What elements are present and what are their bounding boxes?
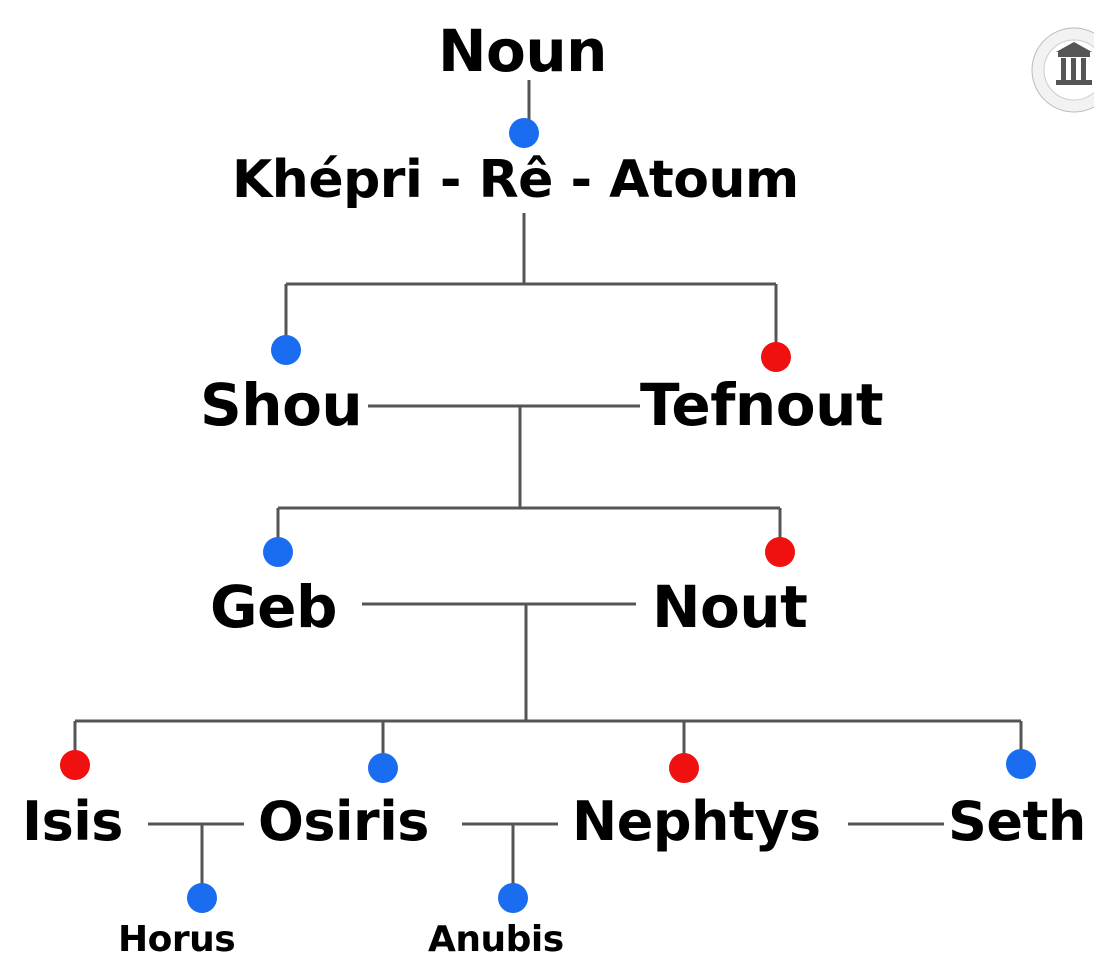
node-nout: Nout	[652, 573, 808, 641]
node-horus: Horus	[118, 919, 236, 960]
dot-anubis-male	[498, 883, 528, 913]
node-noun: Noun	[438, 17, 607, 85]
node-seth: Seth	[948, 790, 1086, 853]
dot-geb-male	[263, 537, 293, 567]
gender-dots	[60, 118, 1036, 913]
dot-seth-male	[1006, 749, 1036, 779]
mythologie-logo	[1016, 18, 1094, 114]
dot-shou-male	[271, 335, 301, 365]
dot-horus-male	[187, 883, 217, 913]
node-isis: Isis	[22, 790, 123, 853]
dot-isis-female	[60, 750, 90, 780]
node-geb: Geb	[210, 573, 337, 641]
node-tefnout: Tefnout	[640, 371, 884, 439]
dot-nephtys-female	[669, 753, 699, 783]
dot-khepri-male	[509, 118, 539, 148]
node-anubis: Anubis	[428, 919, 564, 960]
node-shou: Shou	[200, 371, 363, 439]
node-osiris: Osiris	[258, 790, 429, 853]
dot-tefnout-female	[761, 342, 791, 372]
node-nephtys: Nephtys	[572, 790, 821, 853]
temple-logo-icon	[1031, 27, 1094, 113]
dot-osiris-male	[368, 753, 398, 783]
dot-nout-female	[765, 537, 795, 567]
node-khepri-re-atoum: Khépri - Rê - Atoum	[232, 150, 799, 210]
